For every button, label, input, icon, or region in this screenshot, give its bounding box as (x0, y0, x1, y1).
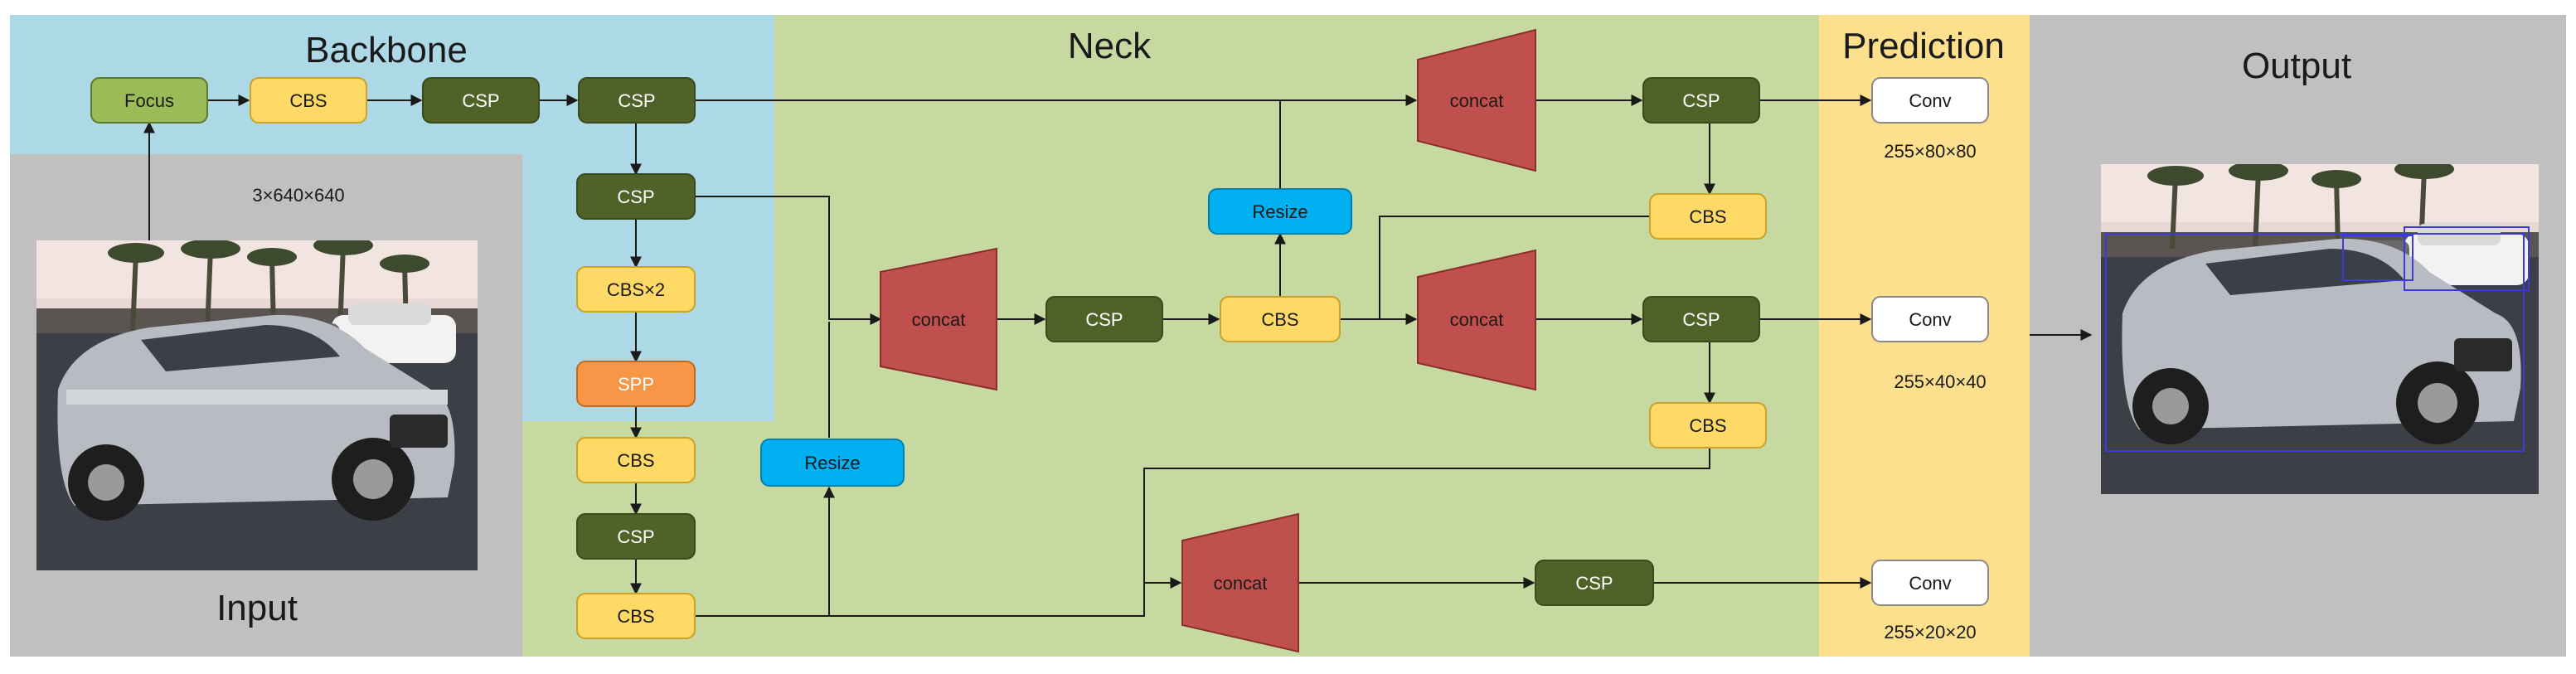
conv-block-3: Conv (1871, 560, 1989, 606)
concat-block-mid: concat (1417, 249, 1536, 391)
resize-block-1: Resize (760, 439, 905, 487)
csp-top-label: CSP (1682, 90, 1720, 111)
cbs-mid-label: CBS (1689, 415, 1726, 436)
spp-block: SPP (576, 361, 696, 407)
csp-bottom-label: CSP (1575, 573, 1613, 594)
concat-block-top: concat (1417, 28, 1536, 172)
output-dimension-label-1: 255×80×80 (1884, 141, 1976, 162)
concat-label-bottom: concat (1214, 573, 1268, 594)
car-detection-photo-icon (2101, 164, 2539, 494)
neck-csp-label-1: CSP (617, 526, 654, 547)
prediction-title: Prediction (1842, 26, 2005, 66)
neck-csp-block-2: CSP (1045, 296, 1163, 342)
output-dimension-label-2: 255×40×40 (1894, 371, 1986, 392)
csp-bottom-block: CSP (1535, 560, 1654, 606)
neck-cbs-block-2: CBS (576, 593, 696, 639)
backbone-csp-block-3: CSP (576, 173, 696, 220)
conv-label-3: Conv (1909, 573, 1951, 594)
backbone-title: Backbone (305, 30, 468, 70)
backbone-cbs-block: CBS (250, 77, 367, 124)
connectors (143, 95, 2093, 617)
conv-label-2: Conv (1909, 309, 1951, 330)
backbone-csp-label-3: CSP (617, 187, 654, 207)
backbone-csp-label-1: CSP (462, 90, 499, 111)
spp-label: SPP (618, 374, 654, 395)
csp-mid-label: CSP (1682, 309, 1720, 330)
resize-label-2: Resize (1252, 201, 1307, 222)
car-photo-icon (36, 240, 478, 570)
neck-cbs-block-1: CBS (576, 437, 696, 483)
csp-mid-block: CSP (1642, 296, 1760, 342)
conv-label-1: Conv (1909, 90, 1951, 111)
conv-block-2: Conv (1871, 296, 1989, 342)
neck-cbs-label-1: CBS (617, 450, 654, 471)
resize-block-2: Resize (1208, 188, 1352, 235)
cbs-top-label: CBS (1689, 206, 1726, 227)
neck-cbs-label-2: CBS (617, 606, 654, 627)
input-title: Input (216, 588, 298, 628)
conv-block-1: Conv (1871, 77, 1989, 124)
cbs-mid-block: CBS (1649, 402, 1767, 449)
backbone-cbs-label: CBS (289, 90, 327, 111)
input-dimension-label: 3×640×640 (252, 185, 344, 206)
output-title: Output (2242, 46, 2351, 86)
backbone-csp-label-2: CSP (618, 90, 655, 111)
backbone-csp-block-1: CSP (422, 77, 540, 124)
concat-label-mid: concat (1450, 309, 1504, 330)
neck-csp-label-2: CSP (1085, 309, 1123, 330)
neck-title: Neck (1068, 26, 1152, 66)
neck-cbs-block-3: CBS (1220, 296, 1341, 342)
neck-csp-block-1: CSP (576, 513, 696, 560)
concat-block-bottom: concat (1181, 512, 1299, 653)
output-dimension-label-3: 255×20×20 (1884, 622, 1976, 642)
cbs-top-block: CBS (1649, 193, 1767, 240)
csp-top-block: CSP (1642, 77, 1760, 124)
focus-block: Focus (90, 77, 208, 124)
backbone-csp-block-2: CSP (578, 77, 696, 124)
backbone-cbs-x2-label: CBS×2 (607, 279, 665, 300)
backbone-cbs-x2-block: CBS×2 (576, 266, 696, 313)
concat-label-1: concat (912, 309, 966, 330)
neck-cbs-label-3: CBS (1261, 309, 1298, 330)
concat-block-1: concat (880, 247, 997, 391)
resize-label-1: Resize (804, 453, 860, 473)
focus-label: Focus (124, 90, 174, 111)
concat-label-top: concat (1450, 90, 1504, 111)
